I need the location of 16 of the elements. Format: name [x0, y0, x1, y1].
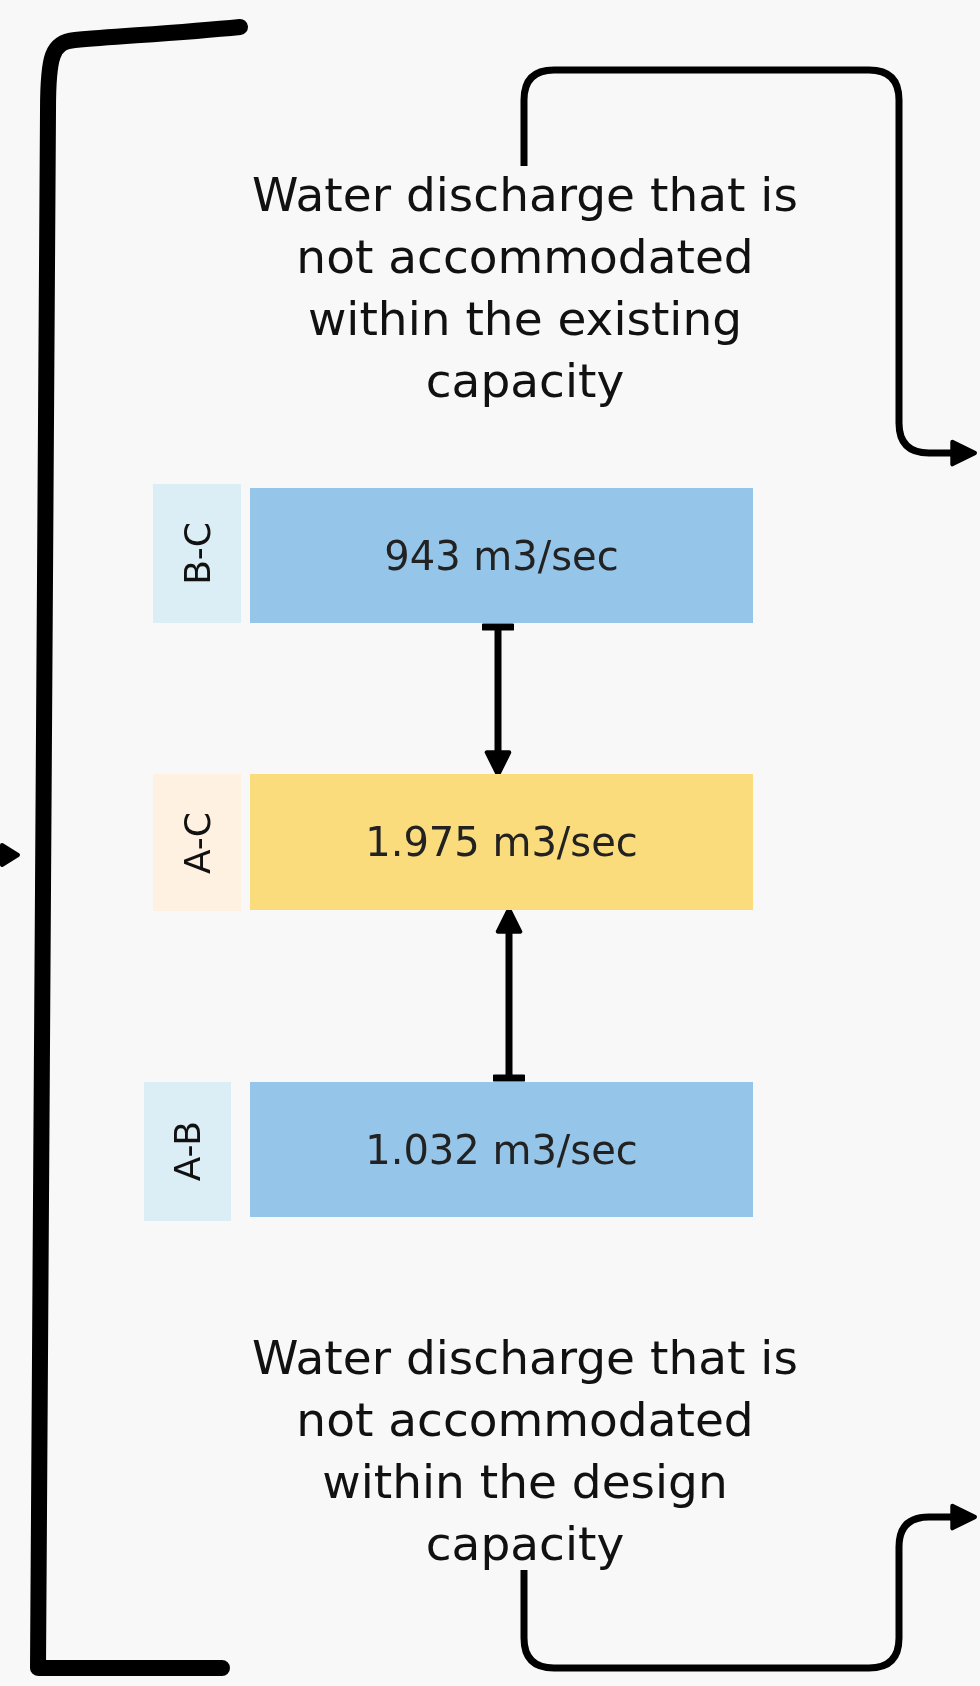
flow-value: 943 m3/sec: [384, 532, 619, 579]
arrow: [480, 623, 516, 777]
description-text: Water discharge that is not accommodated within the design capacity: [240, 1323, 810, 1578]
section-label: A-B: [167, 1121, 208, 1182]
arrow: [520, 66, 977, 467]
flow-value-box: [250, 1082, 753, 1217]
flow-value: 1.975 m3/sec: [365, 819, 638, 865]
description-text: Water discharge that is not accommodated within the existing capacity: [240, 160, 810, 415]
section-label: B-C: [176, 522, 218, 585]
flow-value-box: [250, 774, 753, 910]
flow-value-box: [250, 488, 753, 623]
section-label-tab: [153, 484, 241, 623]
arrow: [520, 1503, 977, 1672]
flow-value: 1.032 m3/sec: [365, 1126, 638, 1173]
section-label: A-C: [176, 811, 218, 874]
section-label-tab: [144, 1082, 231, 1221]
